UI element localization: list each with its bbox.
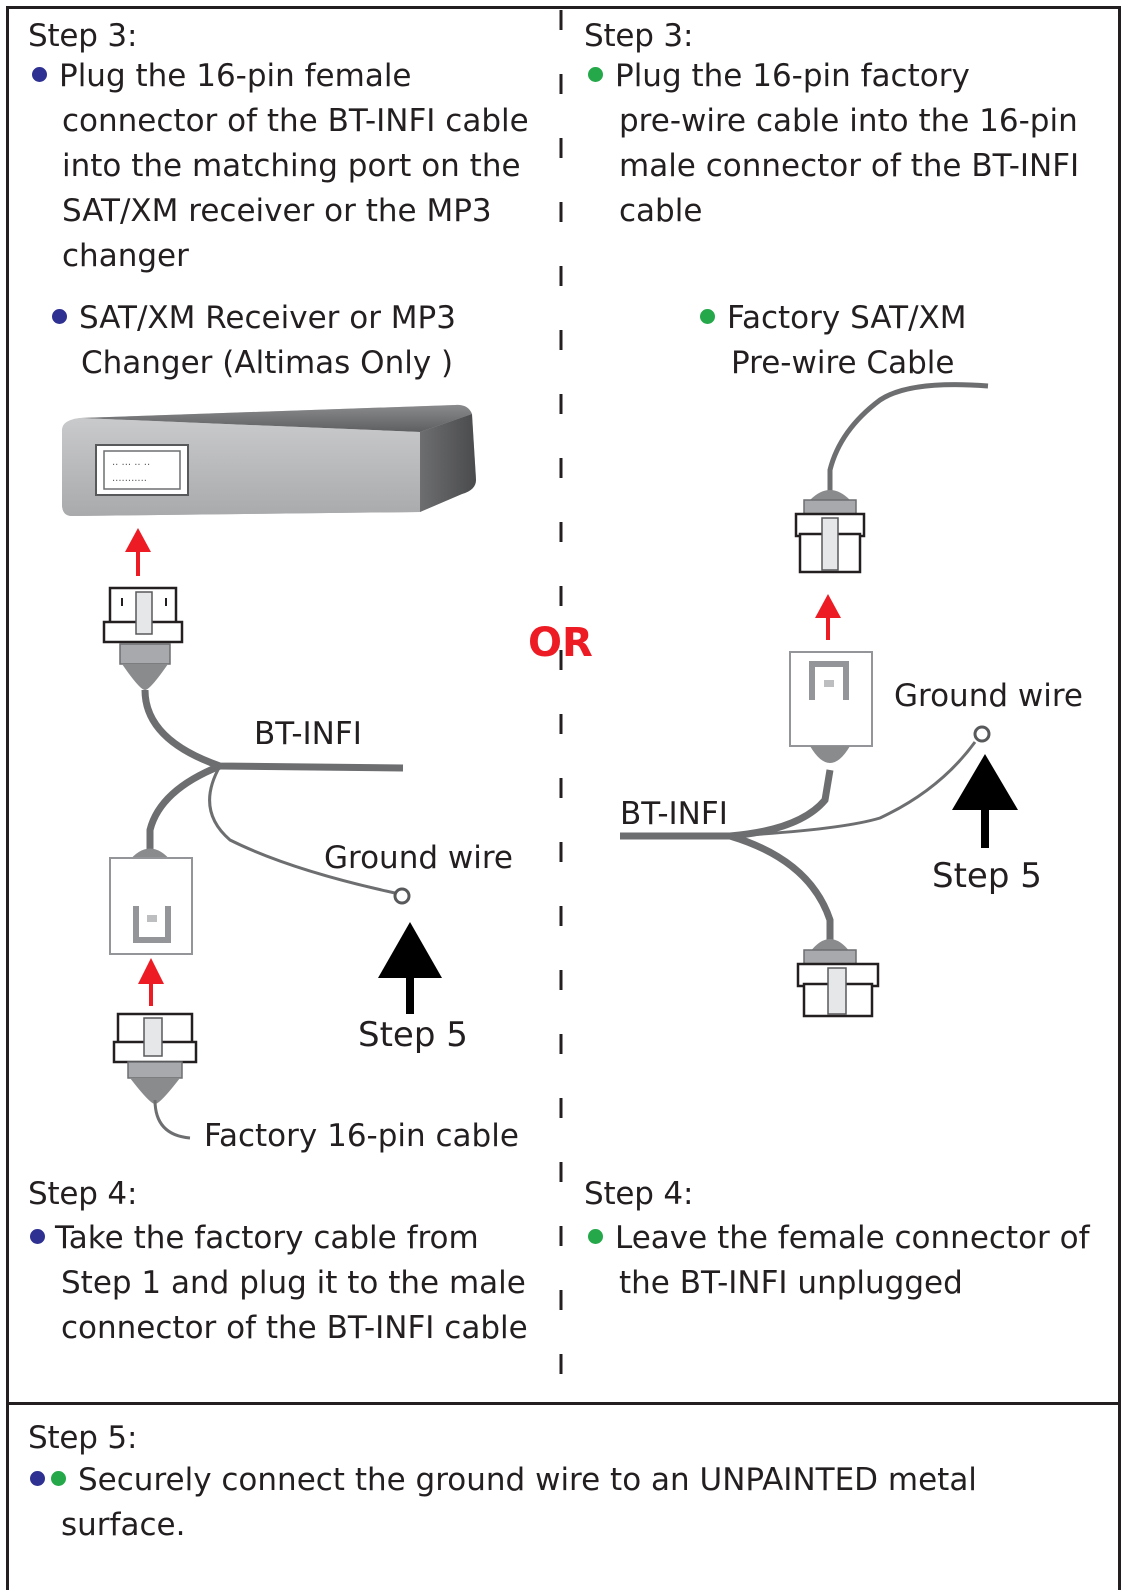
left-step4-line: connector of the BT-INFI cable	[61, 1310, 528, 1346]
ground-ring-icon	[393, 887, 411, 905]
right-step3-line: pre-wire cable into the 16-pin	[619, 103, 1078, 139]
connector-icon	[796, 939, 880, 1018]
page-frame	[6, 6, 1121, 1590]
connector-icon	[109, 848, 193, 955]
right-step4-instructions: Leave the female connector of the BT-INF…	[588, 1216, 1090, 1306]
right-step3-heading: Step 3:	[584, 18, 694, 54]
step5-arrow-icon	[952, 754, 1018, 848]
right-step3-line: cable	[619, 193, 703, 229]
receiver-box-icon: ·· ··· ·· ·· ···········	[62, 404, 476, 516]
green-bullet-icon	[700, 309, 715, 324]
connector-icon	[112, 1012, 198, 1104]
left-step4-line: Take the factory cable from	[55, 1220, 479, 1256]
or-label: OR	[528, 620, 593, 666]
right-bt-infi-label: BT-INFI	[620, 796, 728, 832]
blue-bullet-icon	[30, 1229, 45, 1244]
left-step4-instructions: Take the factory cable from Step 1 and p…	[30, 1216, 528, 1351]
right-step3-instructions: Plug the 16-pin factory pre-wire cable i…	[588, 54, 1079, 234]
prewire-caption-line: Pre-wire Cable	[731, 345, 955, 381]
blue-bullet-icon	[32, 67, 47, 82]
svg-text:···········: ···········	[112, 476, 147, 487]
prewire-caption: Factory SAT/XM Pre-wire Cable	[700, 296, 967, 386]
left-step3-instructions: Plug the 16-pin female connector of the …	[32, 54, 529, 279]
bottom-step5-line: surface.	[61, 1507, 186, 1543]
right-ground-wire-label: Ground wire	[894, 678, 1083, 714]
right-step4-line: the BT-INFI unplugged	[619, 1265, 963, 1301]
step5-arrow-icon	[378, 922, 442, 1014]
green-bullet-icon	[588, 1229, 603, 1244]
prewire-cable	[827, 382, 989, 500]
connector-icon	[789, 651, 873, 763]
left-step4-line: Step 1 and plug it to the male	[61, 1265, 526, 1301]
svg-text:·· ··· ·· ··: ·· ··· ·· ··	[112, 460, 150, 471]
left-bt-infi-label: BT-INFI	[254, 716, 362, 752]
bt-infi-cable-right	[620, 741, 977, 948]
receiver-caption: SAT/XM Receiver or MP3 Changer (Altimas …	[52, 296, 456, 386]
right-step5-label: Step 5	[932, 856, 1042, 896]
green-bullet-icon	[588, 67, 603, 82]
green-bullet-icon	[51, 1471, 66, 1486]
factory-cable-label: Factory 16-pin cable	[204, 1118, 519, 1154]
section-divider	[6, 1402, 1121, 1405]
right-step3-line: Plug the 16-pin factory	[615, 58, 970, 94]
left-step3-line: into the matching port on the	[62, 148, 521, 184]
left-step3-line: Plug the 16-pin female	[59, 58, 412, 94]
bottom-step5-instructions: Securely connect the ground wire to an U…	[30, 1458, 977, 1548]
arrow-up-icon	[815, 594, 841, 640]
left-step5-label: Step 5	[358, 1015, 468, 1055]
receiver-caption-line: Changer (Altimas Only )	[81, 345, 454, 381]
bottom-step5-line: Securely connect the ground wire to an U…	[78, 1462, 977, 1498]
left-step3-heading: Step 3:	[28, 18, 138, 54]
left-step3-line: changer	[62, 238, 189, 274]
receiver-caption-line: SAT/XM Receiver or MP3	[79, 300, 456, 336]
right-step3-line: male connector of the BT-INFI	[619, 148, 1080, 184]
left-ground-wire-label: Ground wire	[324, 840, 513, 876]
blue-bullet-icon	[30, 1471, 45, 1486]
bt-infi-cable-left	[141, 689, 404, 895]
connector-icon	[794, 490, 866, 574]
arrow-up-icon	[125, 528, 151, 576]
arrow-up-icon	[138, 958, 164, 1006]
right-step4-heading: Step 4:	[584, 1176, 694, 1212]
connector-icon	[102, 586, 184, 690]
ground-ring-icon	[973, 725, 991, 743]
factory-cable-wire	[153, 1099, 191, 1140]
left-step3-line: SAT/XM receiver or the MP3	[62, 193, 492, 229]
left-step4-heading: Step 4:	[28, 1176, 138, 1212]
left-step3-line: connector of the BT-INFI cable	[62, 103, 529, 139]
blue-bullet-icon	[52, 309, 67, 324]
prewire-caption-line: Factory SAT/XM	[727, 300, 967, 336]
right-step4-line: Leave the female connector of	[615, 1220, 1090, 1256]
bottom-step5-heading: Step 5:	[28, 1420, 138, 1456]
